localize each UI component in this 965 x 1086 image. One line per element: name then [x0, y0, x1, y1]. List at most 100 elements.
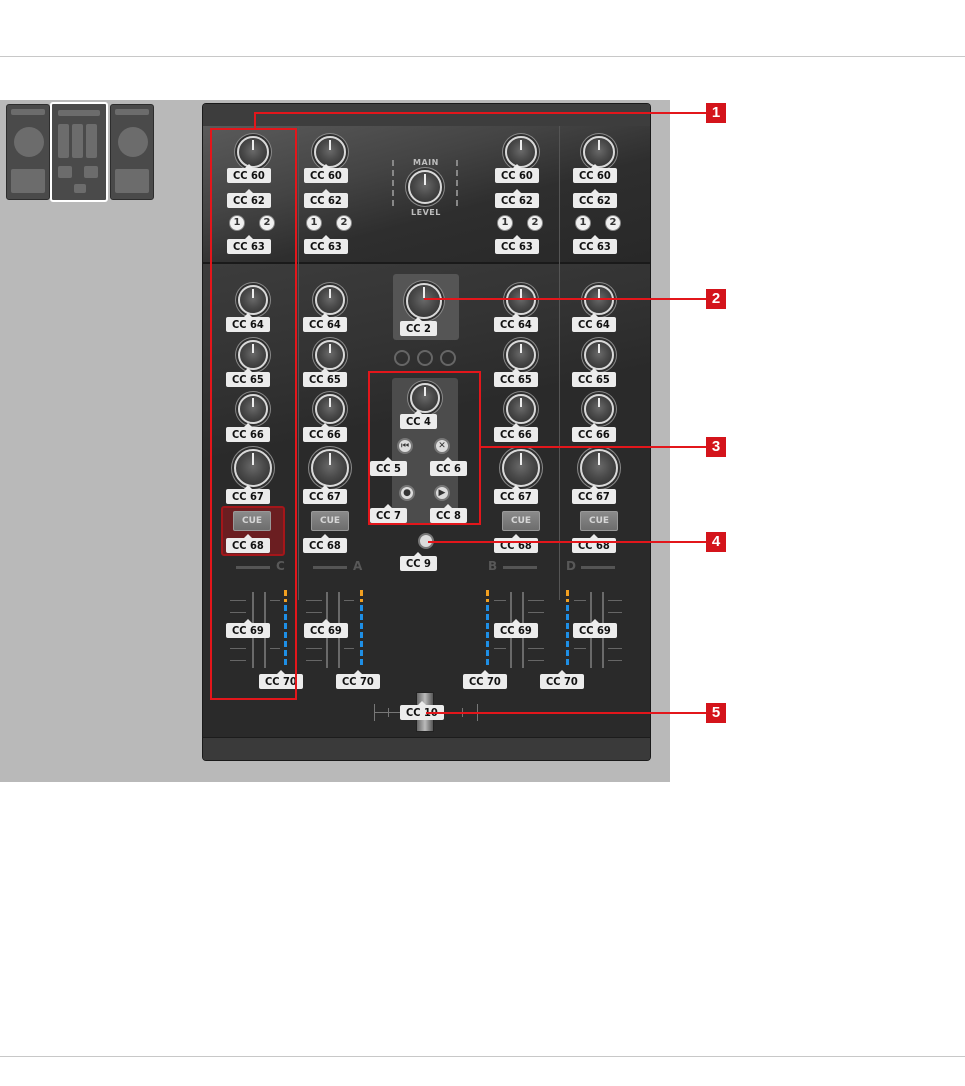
- cc-label-eq-mid-a: CC 65: [303, 368, 347, 387]
- cc-label-fx1-b: CC 62: [495, 189, 539, 208]
- fader-tick: [306, 612, 322, 613]
- cc-label-eq-low-d: CC 66: [572, 423, 616, 442]
- callout-2: 2: [706, 289, 726, 309]
- overview-channel: [72, 124, 83, 158]
- mid-knob[interactable]: [406, 283, 442, 319]
- overview-channel: [86, 124, 97, 158]
- mixer-top-bar: [203, 104, 650, 127]
- eq-low-knob-d[interactable]: [584, 394, 614, 424]
- eq-low-knob-a[interactable]: [315, 394, 345, 424]
- gain-knob-b[interactable]: [505, 136, 537, 168]
- play-icon[interactable]: ▶: [434, 485, 450, 501]
- eq-low-knob-c[interactable]: [238, 394, 268, 424]
- callout-line-2: [424, 298, 706, 300]
- gain-knob-d[interactable]: [583, 136, 615, 168]
- fx1-button-b[interactable]: 1: [497, 215, 513, 231]
- fader-tick: [230, 648, 246, 649]
- eq-mid-knob-d[interactable]: [584, 340, 614, 370]
- indicator-led: [394, 350, 410, 366]
- gain-knob-c[interactable]: [237, 136, 269, 168]
- callout-line-4: [428, 541, 706, 543]
- cc-label-fx1-c: CC 62: [227, 189, 271, 208]
- fader-tick: [270, 600, 280, 601]
- cc-label-gain-a: CC 60: [304, 164, 348, 183]
- assign-label-d: D: [566, 559, 576, 573]
- fx2-button-b[interactable]: 2: [527, 215, 543, 231]
- fader-tick: [344, 648, 354, 649]
- fx1-button-d[interactable]: 1: [575, 215, 591, 231]
- fader-tick: [608, 648, 622, 649]
- eq-hi-knob-b[interactable]: [506, 285, 536, 315]
- fx1-button-a[interactable]: 1: [306, 215, 322, 231]
- cc-label-eq-hi-b: CC 64: [494, 313, 538, 332]
- eq-hi-knob-a[interactable]: [315, 285, 345, 315]
- fader-tick: [306, 660, 322, 661]
- level-meter-d: [566, 605, 569, 667]
- eq-low-knob-b[interactable]: [506, 394, 536, 424]
- cc-label-fx1-a: CC 62: [304, 189, 348, 208]
- eq-mid-knob-b[interactable]: [506, 340, 536, 370]
- filter-knob-a[interactable]: [311, 449, 349, 487]
- cc-label-prev-button: CC 5: [370, 457, 407, 476]
- gain-knob-a[interactable]: [314, 136, 346, 168]
- indicator-led: [417, 350, 433, 366]
- eq-hi-knob-c[interactable]: [238, 285, 268, 315]
- cue-button-a[interactable]: CUE: [311, 511, 349, 531]
- overview-strip: [58, 110, 100, 116]
- cue-button-d[interactable]: CUE: [580, 511, 618, 531]
- fx2-button-a[interactable]: 2: [336, 215, 352, 231]
- main-level-knob[interactable]: [408, 170, 442, 204]
- callout-line-5: [426, 712, 706, 714]
- cc-label-filter-c: CC 67: [226, 485, 270, 504]
- cc-label-filter-a: CC 67: [303, 485, 347, 504]
- bottom-rule: [0, 1056, 965, 1057]
- fader-tick: [306, 648, 322, 649]
- filter-knob-b[interactable]: [502, 449, 540, 487]
- cc-label-filter-d: CC 67: [572, 485, 616, 504]
- callout-5: 5: [706, 703, 726, 723]
- crossfader-tick: [388, 708, 389, 717]
- cc-label-eq-low-a: CC 66: [303, 423, 347, 442]
- fader-tick: [608, 660, 622, 661]
- fx2-button-d[interactable]: 2: [605, 215, 621, 231]
- filter-knob-d[interactable]: [580, 449, 618, 487]
- prev-icon[interactable]: ⏮: [397, 438, 413, 454]
- browse-knob[interactable]: [410, 383, 440, 413]
- overview-jog-wheel: [14, 127, 44, 157]
- fader-tick: [494, 600, 506, 601]
- cc-label-gain-b: CC 60: [495, 164, 539, 183]
- eq-mid-knob-a[interactable]: [315, 340, 345, 370]
- fader-tick: [528, 660, 544, 661]
- eq-mid-knob-c[interactable]: [238, 340, 268, 370]
- fader-tick: [494, 648, 506, 649]
- eq-hi-knob-d[interactable]: [584, 285, 614, 315]
- overview-strip: [11, 109, 45, 115]
- fx1-button-c[interactable]: 1: [229, 215, 245, 231]
- callout-1: 1: [706, 103, 726, 123]
- cc-label-record-button: CC 7: [370, 504, 407, 523]
- highlight-channel-strip: [210, 128, 297, 700]
- cc-label-fx2-d: CC 63: [573, 235, 617, 254]
- cc-label-fader-b: CC 69: [494, 619, 538, 638]
- cc-label-fx1-d: CC 62: [573, 189, 617, 208]
- callout-line-1-drop: [254, 112, 256, 128]
- level-meter-peak-a: [360, 590, 363, 602]
- overview-button: [58, 166, 72, 178]
- overview-pad-area: [115, 169, 149, 193]
- cc-label-fx2-c: CC 63: [227, 235, 271, 254]
- callout-line-1: [254, 112, 706, 114]
- callout-line-3: [481, 446, 706, 448]
- controller-overview: [2, 102, 154, 202]
- cc-label-eq-hi-a: CC 64: [303, 313, 347, 332]
- assign-line-a: [313, 566, 347, 569]
- cue-button-c[interactable]: CUE: [233, 511, 271, 531]
- level-meter-b: [486, 605, 489, 667]
- close-icon[interactable]: ✕: [434, 438, 450, 454]
- level-meter-peak-d: [566, 590, 569, 602]
- filter-knob-c[interactable]: [234, 449, 272, 487]
- cue-button-b[interactable]: CUE: [502, 511, 540, 531]
- overview-jog-wheel: [118, 127, 148, 157]
- cc-label-fader-d: CC 69: [573, 619, 617, 638]
- fx2-button-c[interactable]: 2: [259, 215, 275, 231]
- record-icon[interactable]: ●: [399, 485, 415, 501]
